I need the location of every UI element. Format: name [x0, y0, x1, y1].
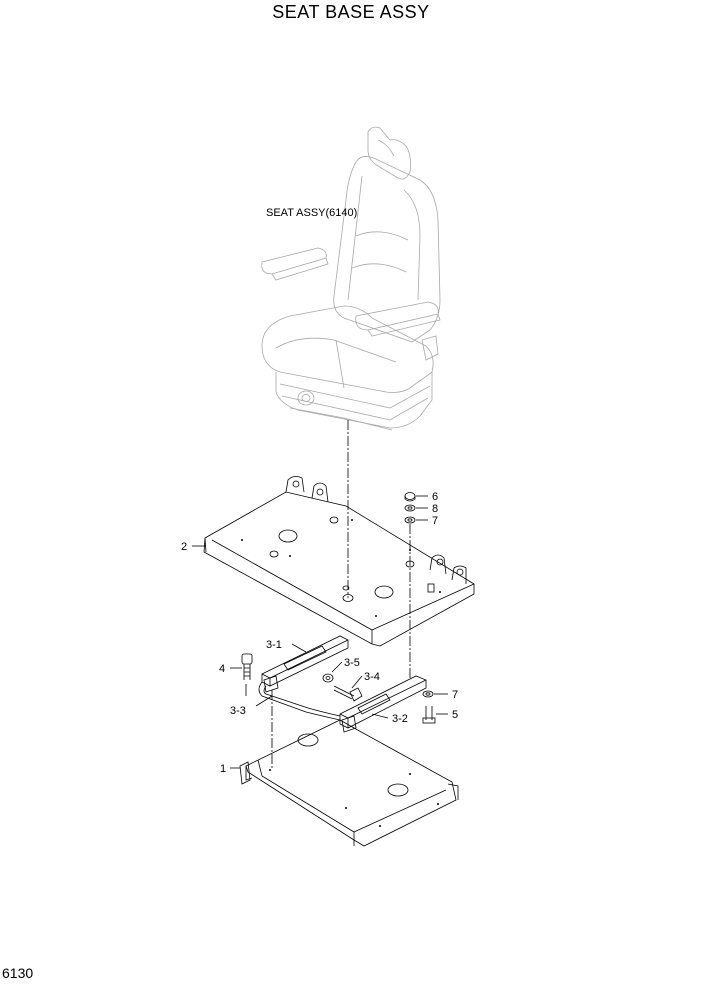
callout-3-4: 3-4 — [364, 671, 380, 683]
seat-assy-label: SEAT ASSY(6140) — [266, 207, 357, 219]
callout-6: 6 — [432, 491, 438, 503]
callout-7-upper: 7 — [432, 515, 438, 527]
upper-base-plate — [203, 476, 475, 647]
diagram-title: SEAT BASE ASSY — [272, 2, 430, 22]
callout-2: 2 — [181, 541, 187, 553]
lower-base-plate — [230, 719, 459, 847]
callout-3-2: 3-2 — [392, 713, 408, 725]
callout-8: 8 — [432, 503, 438, 515]
callout-3-1: 3-1 — [266, 639, 282, 651]
bolt-5-washer-7 — [422, 690, 448, 724]
callout-labels: 2 6 8 7 3-1 3-5 3-4 4 7 5 3-3 3-2 1 — [181, 491, 458, 775]
callout-3-3: 3-3 — [230, 705, 246, 717]
assembly-alignment-lines — [245, 420, 411, 770]
slide-rail-assembly — [255, 635, 427, 733]
page-number: 6130 — [2, 965, 34, 981]
nut-washer-stack — [404, 492, 428, 524]
callout-7-lower: 7 — [452, 689, 458, 701]
bolt-4 — [230, 653, 253, 680]
callout-3-5: 3-5 — [344, 657, 360, 669]
callout-4: 4 — [219, 663, 225, 675]
seat-assembly — [261, 126, 441, 431]
callout-5: 5 — [452, 709, 458, 721]
callout-1: 1 — [220, 763, 226, 775]
